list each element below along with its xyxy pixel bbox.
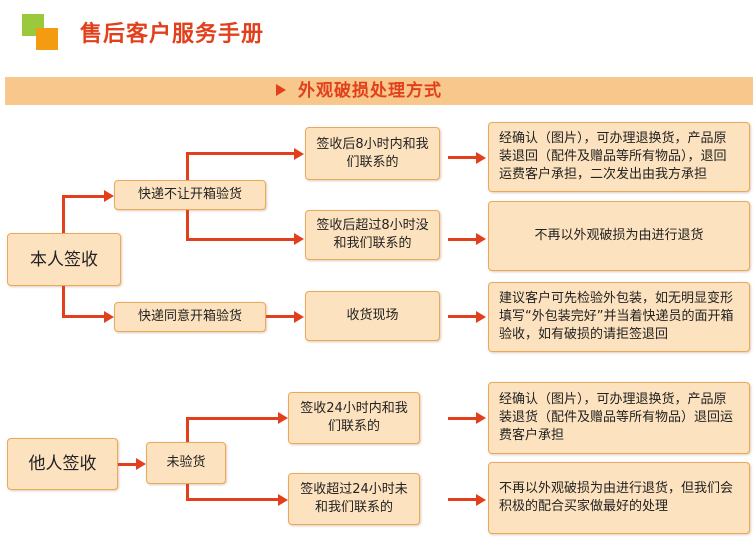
logo-square-orange <box>36 28 58 50</box>
arrow-icon <box>136 458 146 470</box>
arrow-icon <box>476 311 486 323</box>
connector <box>186 210 189 240</box>
result-inspect-package: 建议客户可先检验外包装，如无明显变形填写“外包装完好”并当着快递员的面开箱验收，… <box>488 282 750 352</box>
connector <box>62 315 104 318</box>
connector <box>186 238 294 241</box>
result2-return-exchange: 经确认（图片），可办理退换货，产品原装退货（配件及赠品等所有物品）退回运费客户承… <box>488 382 750 454</box>
arrow-icon <box>476 152 486 164</box>
result2-cooperate: 不再以外观破损为由进行退货，但我们会积极的配合买家做最好的处理 <box>488 462 750 534</box>
play-triangle-icon <box>276 84 286 96</box>
connector <box>62 286 65 317</box>
connector <box>186 152 294 155</box>
node-within-8h: 签收后8小时内和我们联系的 <box>305 127 440 180</box>
node-on-site: 收货现场 <box>305 291 440 341</box>
arrow-icon <box>294 148 304 160</box>
node-self-sign: 本人签收 <box>7 233 121 286</box>
connector <box>186 153 189 180</box>
connector <box>186 498 278 501</box>
node-not-inspected: 未验货 <box>146 442 226 484</box>
node-other-sign: 他人签收 <box>7 438 118 490</box>
connector <box>186 484 189 500</box>
arrow-icon <box>278 494 288 506</box>
connector <box>62 196 65 233</box>
connector <box>186 417 278 420</box>
connector <box>448 238 476 241</box>
arrow-icon <box>278 412 288 424</box>
arrow-icon <box>294 311 304 323</box>
connector <box>186 418 189 442</box>
connector <box>62 195 104 198</box>
connector <box>118 463 136 466</box>
arrow-icon <box>476 412 486 424</box>
result-return-exchange: 经确认（图片），可办理退换货，产品原装退回（配件及赠品等所有物品），退回运费客户… <box>488 122 750 192</box>
arrow-icon <box>294 233 304 245</box>
arrow-icon <box>104 311 114 323</box>
node-over-8h: 签收后超过8小时没和我们联系的 <box>305 210 440 260</box>
arrow-icon <box>476 494 486 506</box>
result-no-return: 不再以外观破损为由进行退货 <box>488 201 750 271</box>
connector <box>448 498 476 501</box>
connector <box>448 156 476 159</box>
connector <box>448 417 476 420</box>
page-title: 售后客户服务手册 <box>80 22 265 47</box>
connector <box>448 315 476 318</box>
node-within-24h: 签收24小时内和我们联系的 <box>288 392 420 444</box>
node-open-inspection: 快递同意开箱验货 <box>114 302 266 332</box>
node-no-open-inspection: 快递不让开箱验货 <box>114 180 266 210</box>
connector <box>266 315 294 318</box>
arrow-icon <box>476 233 486 245</box>
node-over-24h: 签收超过24小时未和我们联系的 <box>288 473 420 525</box>
section-banner-title: 外观破损处理方式 <box>298 81 442 101</box>
section-banner <box>5 77 753 105</box>
arrow-icon <box>104 190 114 202</box>
